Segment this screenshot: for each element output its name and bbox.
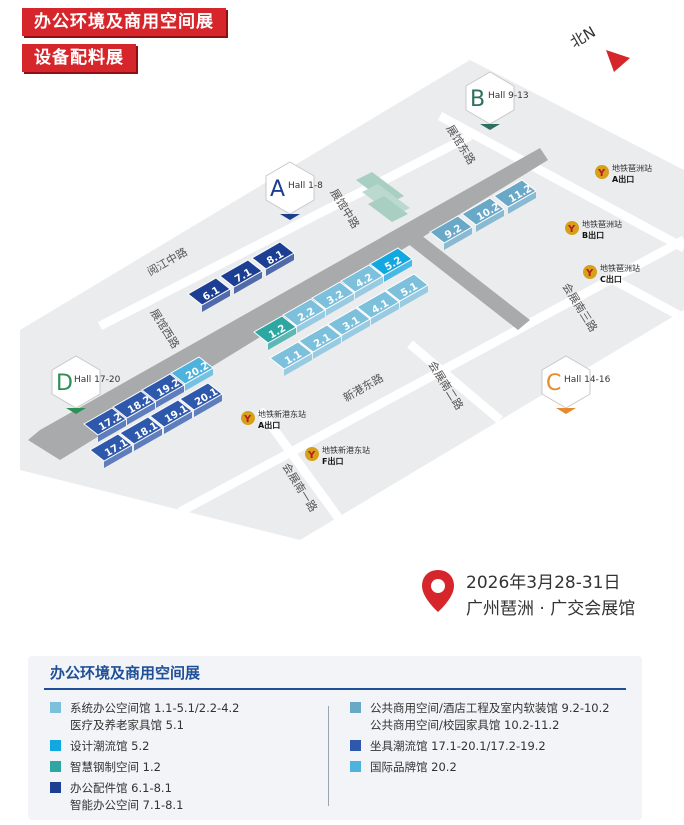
- legend-label: 设计潮流馆 5.2: [70, 739, 150, 753]
- legend-title: 办公环境及商用空间展: [50, 664, 201, 682]
- legend-sublabel: 医疗及养老家具馆 5.1: [70, 718, 184, 732]
- metro-icon: [565, 221, 579, 235]
- metro-station-exit: C出口: [600, 274, 622, 284]
- hall-block-row_d2-0: 17.2: [83, 407, 127, 442]
- legend-swatch: [50, 740, 61, 751]
- hall-block-row_d2-1: 18.2: [112, 390, 156, 425]
- hall-block-row_a1-0: 1.1: [269, 341, 313, 376]
- legend-label: 智慧钢制空间 1.2: [70, 760, 161, 774]
- hall-block-row_a2-4: 5.2: [369, 247, 413, 282]
- metro-station-exit: A出口: [612, 174, 634, 184]
- legend-label: 坐具潮流馆 17.1-20.1/17.2-19.2: [370, 739, 546, 753]
- main-road-cross: [398, 228, 530, 330]
- hall-block-row_a2-1: 2.2: [282, 298, 326, 333]
- legend-rule: [44, 688, 626, 690]
- hall-marker-label: Hall 17-20: [74, 375, 121, 385]
- exhibition-banner-office: 办公环境及商用空间展: [22, 8, 226, 36]
- svg-text:Y: Y: [597, 168, 606, 179]
- compass-label: 北N: [567, 23, 599, 52]
- legend-label: 公共商用空间/酒店工程及室内软装馆 9.2-10.2: [370, 701, 610, 715]
- event-info: 2026年3月28-31日 广州琶洲 · 广交会展馆: [420, 566, 670, 626]
- hall-marker-letter: C: [546, 371, 561, 396]
- hall-block-row_a1-4: 5.1: [385, 273, 429, 308]
- metro-icon: [305, 447, 319, 461]
- hall-block-row_a2-0: 1.2: [253, 315, 297, 350]
- legend-divider: [328, 706, 329, 806]
- compass: 北N: [567, 23, 630, 72]
- hall-block-row_d1-3: 20.1: [179, 382, 223, 417]
- hall-marker-letter: A: [270, 177, 285, 202]
- compass-arrow-icon: [606, 50, 630, 72]
- legend-swatch: [50, 702, 61, 713]
- hall-marker-label: Hall 14-16: [564, 375, 611, 385]
- legend-swatch: [350, 702, 361, 713]
- legend-swatch: [50, 761, 61, 772]
- exhibition-banner-equipment: 设备配料展: [22, 44, 136, 72]
- hall-block-row_a1-1: 2.1: [298, 324, 342, 359]
- legend-swatch: [350, 761, 361, 772]
- legend-swatch: [50, 782, 61, 793]
- svg-text:Y: Y: [585, 268, 594, 279]
- metro-station-exit: A出口: [258, 420, 280, 430]
- hall-block-row_a1-3: 4.1: [356, 290, 400, 325]
- legend-sublabel: 智能办公空间 7.1-8.1: [70, 798, 184, 812]
- legend-label: 系统办公空间馆 1.1-5.1/2.2-4.2: [70, 701, 240, 715]
- metro-station-exit: B出口: [582, 230, 604, 240]
- metro-station-name: 地铁新港东站: [322, 445, 370, 455]
- hall-marker-letter: B: [470, 87, 485, 112]
- legend-panel: 办公环境及商用空间展 系统办公空间馆 1.1-5.1/2.2-4.2 医疗及养老家…: [28, 656, 642, 820]
- venue-map: 阅江中路 新港东路 展馆西路 展馆中路 展馆东路 会展南三路 会展南二路 会展南…: [20, 23, 684, 540]
- event-venue: 广州琶洲 · 广交会展馆: [466, 599, 636, 619]
- svg-text:Y: Y: [307, 450, 316, 461]
- hall-block-row_d2-2: 19.2: [141, 373, 185, 408]
- metro-station-name: 地铁琶洲站: [612, 163, 652, 173]
- hall-marker-letter: D: [56, 371, 73, 396]
- event-date: 2026年3月28-31日: [466, 573, 621, 593]
- green-stack: [356, 172, 410, 222]
- metro-station-name: 地铁琶洲站: [600, 263, 640, 273]
- svg-text:Y: Y: [567, 224, 576, 235]
- hall-block-row_a3-1: 7.1: [219, 259, 263, 294]
- street-lines: [57, 72, 684, 523]
- metro-icon: [595, 165, 609, 179]
- svg-text:Y: Y: [243, 414, 252, 425]
- hall-block-row_b-2: 11.2: [493, 179, 537, 214]
- metro-station-exit: F出口: [322, 456, 343, 466]
- hall-block-row_a3-2: 8.1: [251, 241, 295, 276]
- hall-block-row_a2-3: 4.2: [340, 264, 384, 299]
- legend-label: 办公配件馆 6.1-8.1: [70, 781, 172, 795]
- hall-block-row_d1-0: 17.1: [89, 433, 133, 468]
- hall-block-row_b-0: 9.2: [429, 215, 473, 250]
- hall-marker-label: Hall 9-13: [488, 91, 529, 101]
- hall-block-row_b-1: 10.2: [461, 197, 505, 232]
- location-pin-icon: [422, 570, 454, 612]
- metro-station-name: 地铁琶洲站: [582, 219, 622, 229]
- metro-station-name: 地铁新港东站: [258, 409, 306, 419]
- hall-block-row_d2-3: 20.2: [170, 356, 214, 391]
- legend-swatch: [350, 740, 361, 751]
- metro-icon: [583, 265, 597, 279]
- hall-block-row_a3-0: 6.1: [187, 277, 231, 312]
- metro-icon: [241, 411, 255, 425]
- legend-sublabel: 公共商用空间/校园家具馆 10.2-11.2: [370, 718, 560, 732]
- hall-blocks: 1.12.13.14.15.1 1.22.23.24.25.2 6.17.18.1 9…: [83, 179, 537, 468]
- hall-block-row_a2-2: 3.2: [311, 281, 355, 316]
- hall-block-row_a1-2: 3.1: [327, 307, 371, 342]
- hall-block-row_d1-2: 19.1: [149, 399, 193, 434]
- hall-block-row_d1-1: 18.1: [119, 416, 163, 451]
- legend-label: 国际品牌馆 20.2: [370, 760, 457, 774]
- hall-marker-label: Hall 1-8: [288, 181, 323, 191]
